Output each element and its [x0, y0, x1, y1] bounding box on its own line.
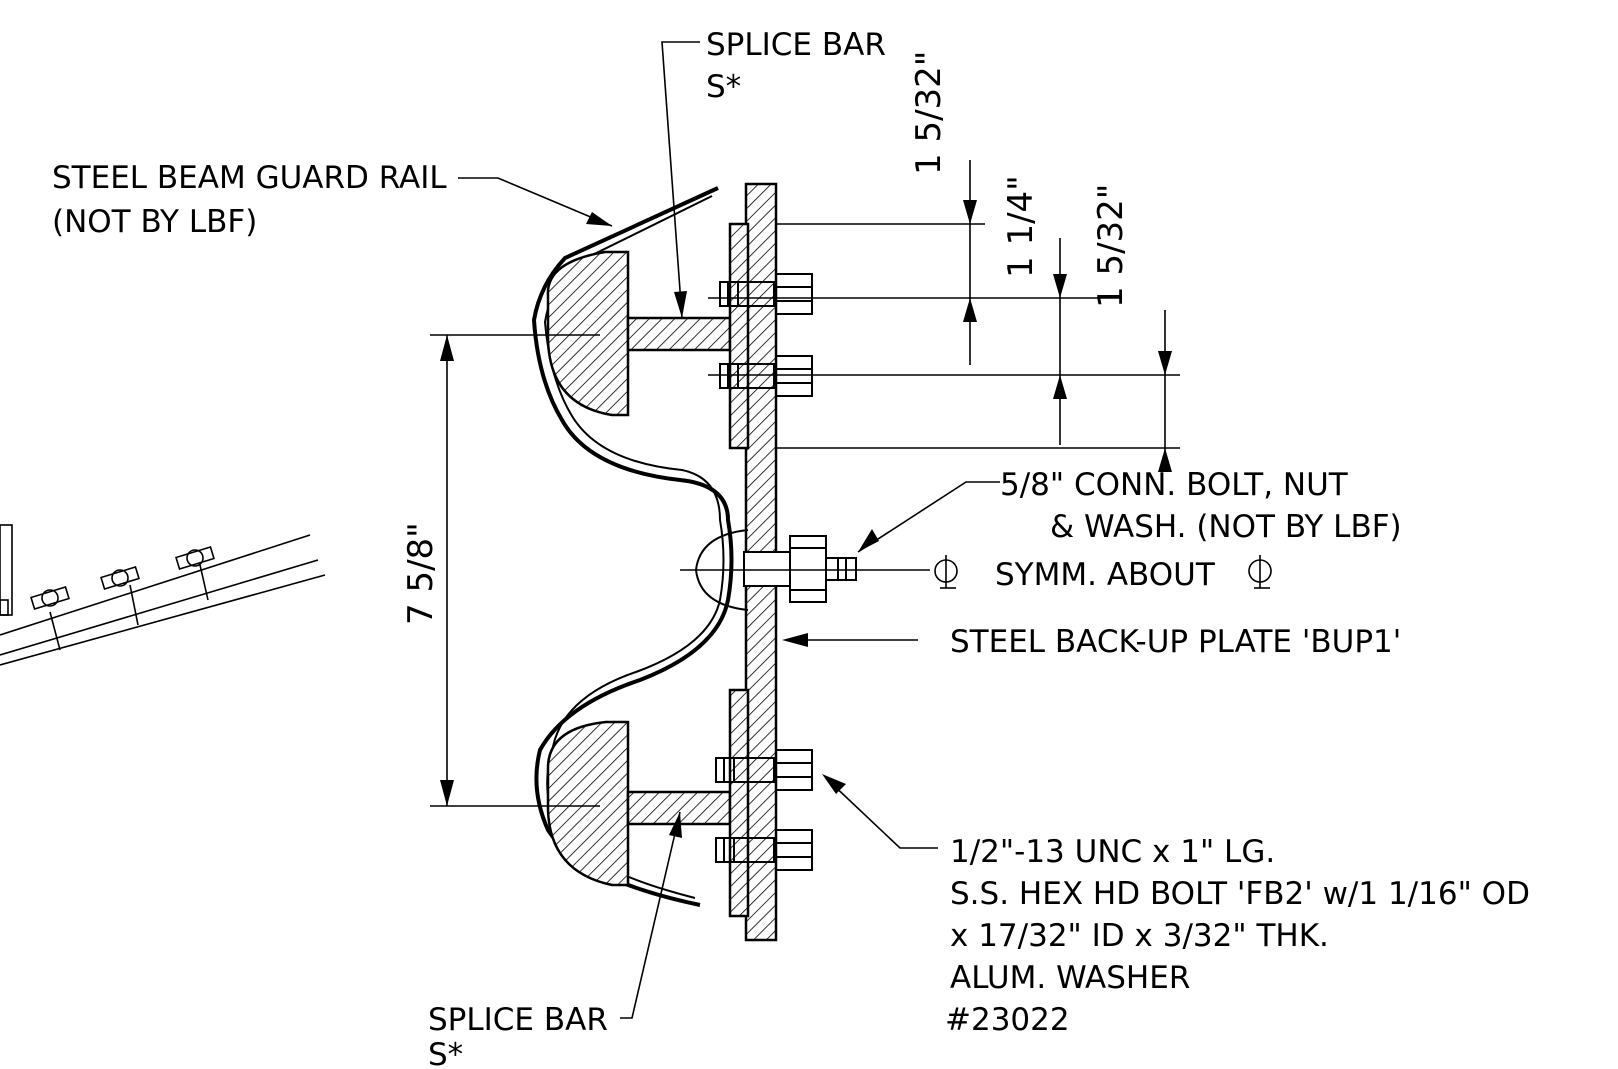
label-splice-bar-top-suffix: S*: [706, 69, 741, 105]
label-hex-bolt-3: x 17/32" ID x 3/32" THK.: [950, 918, 1329, 954]
label-guard-rail: STEEL BEAM GUARD RAIL: [52, 160, 447, 196]
dim-overall-height: 7 5/8": [401, 522, 441, 625]
connection-bolt: [694, 529, 857, 611]
leader-lines: [458, 41, 1000, 1019]
splice-bar-top: [546, 222, 750, 450]
centerline-symbol-2: [1248, 555, 1272, 589]
label-hex-bolt-1: 1/2"-13 UNC x 1" LG.: [950, 834, 1275, 870]
label-conn-bolt-note: & WASH. (NOT BY LBF): [1050, 509, 1402, 545]
dim-lower-offset: 1 5/32": [1091, 184, 1131, 308]
label-symmetry: SYMM. ABOUT: [995, 557, 1216, 593]
dimension-line-overall: [440, 335, 454, 806]
dimension-line-bolt-spacing: [963, 160, 977, 365]
dim-bolt-spacing: 1 1/4": [1001, 175, 1041, 278]
hex-bolt-bottom-1: [715, 749, 813, 791]
inset-view-fragment: [0, 524, 326, 666]
label-hex-bolt-5: #23022: [945, 1002, 1070, 1038]
label-guard-rail-note: (NOT BY LBF): [52, 204, 257, 240]
hex-bolt-top-2: [719, 355, 813, 397]
inset-bolt-3: [175, 546, 215, 570]
dimension-line-rightmost: [1158, 310, 1172, 472]
label-backup-plate: STEEL BACK-UP PLATE 'BUP1': [950, 624, 1401, 660]
label-hex-bolt-4: ALUM. WASHER: [950, 960, 1190, 996]
leader-arrowheads: [586, 212, 879, 838]
label-hex-bolt-2: S.S. HEX HD BOLT 'FB2' w/1 1/16" OD: [950, 876, 1530, 912]
label-splice-bar-bottom-suffix: S*: [428, 1037, 463, 1069]
inset-bolt-2: [100, 566, 140, 590]
hex-bolt-top-1: [719, 273, 813, 315]
dimension-line-lower-offset: [1053, 238, 1067, 445]
label-conn-bolt: 5/8" CONN. BOLT, NUT: [1000, 467, 1349, 503]
hex-bolt-bottom-2: [715, 829, 813, 871]
inset-bolt-1: [30, 586, 70, 610]
extension-lines: [430, 223, 1180, 807]
label-splice-bar-bottom: SPLICE BAR: [428, 1002, 608, 1038]
splice-bar-bottom: [546, 688, 750, 918]
centerline-symbol-1: [934, 555, 958, 589]
label-splice-bar-top: SPLICE BAR: [706, 27, 886, 63]
dim-top-offset: 1 5/32": [909, 51, 949, 175]
